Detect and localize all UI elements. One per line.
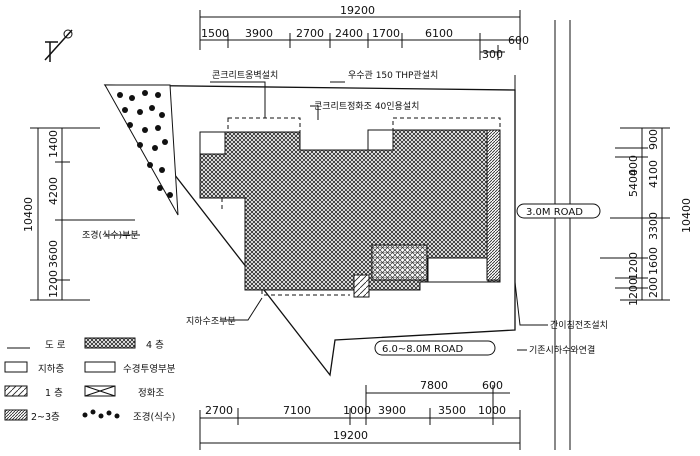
legend-label-trees: 조경(식수): [133, 411, 175, 423]
top-dim-small-b: 600: [508, 34, 529, 47]
legend-swatch-4f: [84, 337, 136, 349]
label-underground-tank: 지하수조부분: [186, 316, 236, 327]
left-dim-4: 1200: [47, 270, 60, 298]
svg-text:6.0~8.0M ROAD: 6.0~8.0M ROAD: [382, 344, 463, 355]
left-dim-1: 1400: [47, 130, 60, 158]
label-septic-tank: 콘크리트정화조 40인용설치: [314, 100, 419, 112]
building-footprint: [199, 117, 501, 298]
label-rainwater-pipe: 우수관 150 THP관설치: [348, 69, 438, 81]
top-dim-3: 2700: [296, 27, 324, 40]
right-outer-dim-2: 4100: [647, 160, 660, 188]
site-boundary: [103, 84, 516, 377]
trees-icon: [117, 90, 173, 198]
legend-swatch-basement: [4, 361, 28, 373]
bottom-dimension-line: [199, 385, 521, 450]
legend-swatch-1f: [4, 385, 28, 397]
leader-lines: [105, 81, 548, 351]
south-road-label: 6.0~8.0M ROAD: [374, 340, 496, 356]
legend-swatch-projection: [84, 361, 116, 373]
label-landscape-part: 조경(식수)부분: [82, 229, 139, 241]
left-total-dim: 10400: [22, 197, 35, 232]
left-dim-3: 3600: [47, 240, 60, 268]
bottom-dim-3: 1000: [343, 404, 371, 417]
bottom-total-dim: 19200: [333, 429, 368, 442]
left-dim-2: 4200: [47, 177, 60, 205]
bottom-dim-4: 3900: [378, 404, 406, 417]
legend: 도 로 4 층 지하층 수경투영부분 1 층 정화조 2~3층 조경(식수): [4, 337, 176, 423]
legend-label-road: 도 로: [45, 340, 66, 351]
legend-label-septic: 정화조: [138, 388, 164, 399]
legend-label-2-3f: 2~3층: [31, 412, 60, 423]
legend-label-4f: 4 층: [146, 340, 164, 351]
right-inner-dim-1: 400: [627, 155, 640, 176]
east-road-label: 3.0M ROAD: [516, 203, 601, 219]
bottom-upper-dim-b: 600: [482, 379, 503, 392]
bottom-dim-6: 1000: [478, 404, 506, 417]
right-total-dim: 10400: [680, 198, 693, 233]
north-arrow-icon: [44, 29, 73, 62]
legend-label-projection: 수경투영부분: [123, 363, 176, 375]
label-existing-sewer: 기존시하수와연결: [529, 344, 595, 356]
bottom-upper-dim-a: 7800: [420, 379, 448, 392]
top-dim-6: 6100: [425, 27, 453, 40]
legend-trees-icon: [82, 409, 120, 419]
legend-swatch-2-3f: [4, 409, 28, 421]
right-dimension-line: [600, 127, 670, 301]
right-outer-dim-1: 900: [647, 129, 660, 150]
right-outer-dim-4: 1600: [647, 247, 660, 275]
bottom-dim-2: 7100: [283, 404, 311, 417]
top-dim-5: 1700: [372, 27, 400, 40]
top-total-dim: 19200: [340, 4, 375, 17]
bottom-dim-5: 3500: [438, 404, 466, 417]
septic-tank-area: [371, 244, 428, 281]
bottom-dim-1: 2700: [205, 404, 233, 417]
right-outer-dim-5: 200: [647, 277, 660, 298]
top-dim-2: 3900: [245, 27, 273, 40]
svg-text:3.0M ROAD: 3.0M ROAD: [526, 207, 583, 218]
legend-label-1f: 1 층: [45, 388, 63, 399]
top-dim-1: 1500: [201, 27, 229, 40]
label-inspection-pit: 간이침전조설치: [550, 319, 608, 331]
landscape-strip: [104, 84, 179, 216]
right-inner-dim-2: 5400: [627, 169, 640, 197]
top-dim-small-a: 300: [482, 48, 503, 61]
legend-label-basement: 지하층: [38, 363, 64, 375]
legend-swatch-septic: [84, 385, 116, 397]
label-concrete-fence: 콘크리트옹벽설치: [212, 69, 278, 81]
right-outer-dim-3: 3300: [647, 212, 660, 240]
top-dimension-line: [199, 10, 521, 60]
left-dimension-line: [30, 127, 135, 301]
right-inner-dim-3: 1200: [627, 252, 640, 280]
top-dim-4: 2400: [335, 27, 363, 40]
right-inner-dim-4: 1200: [627, 278, 640, 306]
east-road: [514, 20, 571, 450]
